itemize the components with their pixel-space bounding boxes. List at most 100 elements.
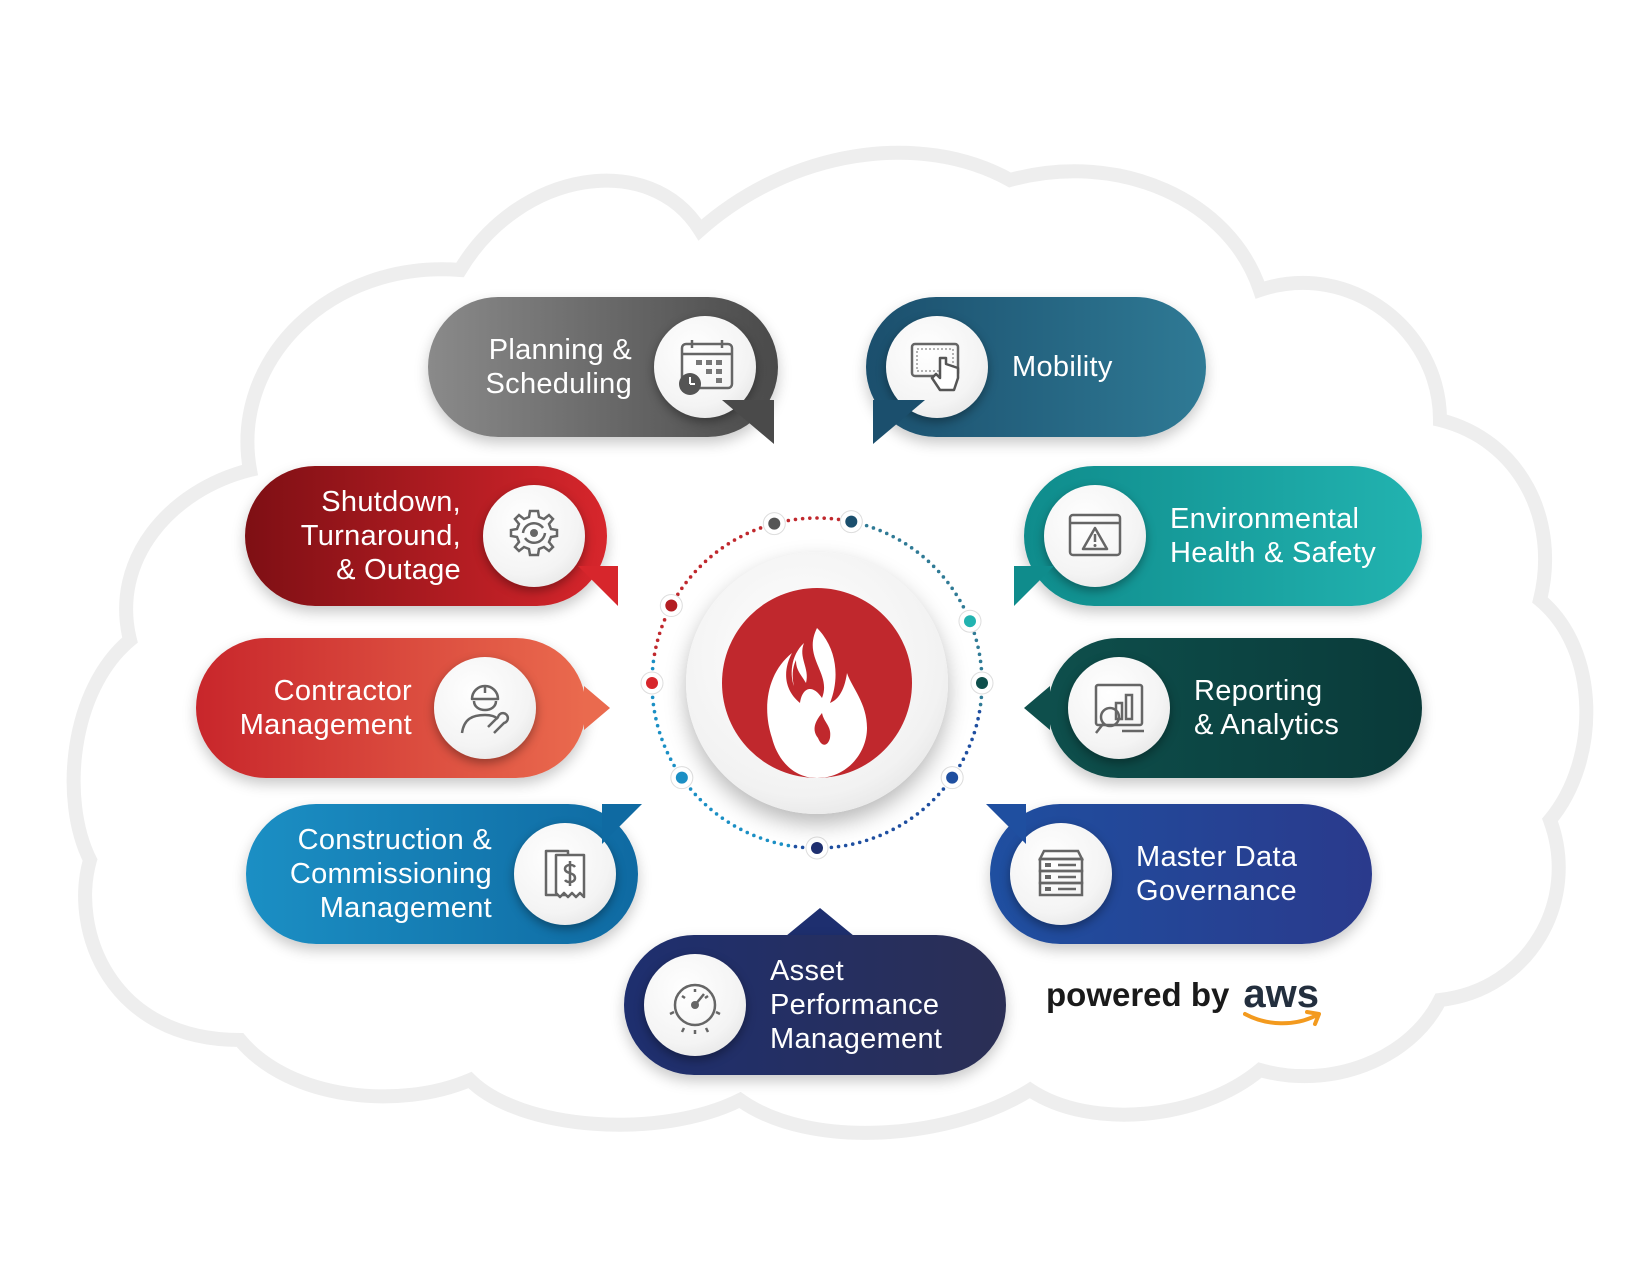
ring-dot	[693, 792, 698, 797]
module-label: Planning & Scheduling	[432, 297, 632, 437]
ring-node	[665, 599, 678, 612]
ring-dot	[662, 618, 667, 622]
ring-dot	[779, 842, 784, 846]
ring-dot	[843, 843, 848, 848]
ring-node	[976, 677, 988, 689]
ring-dot	[836, 844, 841, 849]
ring-dot	[726, 542, 731, 546]
module-label: Master Data Governance	[1136, 804, 1346, 944]
pill-tail	[602, 804, 642, 844]
ring-dot	[878, 528, 882, 533]
label-line: & Outage	[336, 554, 461, 586]
ring-dot	[758, 836, 763, 840]
module-label: Reporting & Analytics	[1194, 638, 1404, 778]
module-construction-commissioning-management[interactable]: Construction & Commissioning Management	[246, 804, 638, 944]
ring-node	[963, 615, 976, 628]
ring-dot	[688, 787, 693, 791]
label-line: Planning &	[488, 334, 632, 366]
ring-dot	[921, 807, 925, 812]
module-contractor-management[interactable]: Contractor Management	[196, 638, 586, 778]
module-reporting-analytics[interactable]: Reporting & Analytics	[1048, 638, 1422, 778]
ring-dot	[961, 605, 966, 609]
ring-dot	[829, 516, 834, 521]
module-master-data-governance[interactable]: Master Data Governance	[990, 804, 1372, 944]
ring-dot	[936, 792, 941, 797]
flame-disc	[722, 588, 912, 778]
ring-dot	[732, 824, 737, 828]
ring-dot	[739, 827, 743, 832]
label-line: Performance	[770, 989, 940, 1021]
module-shutdown-turnaround-outage[interactable]: Shutdown, Turnaround, & Outage	[245, 466, 607, 606]
ring-dot	[688, 575, 693, 579]
ring-dot	[739, 534, 743, 539]
ring-dot	[650, 666, 655, 671]
ring-dot	[871, 836, 876, 840]
powered-by-text: powered by	[1046, 975, 1230, 1013]
ring-dot	[891, 827, 895, 832]
module-planning-scheduling[interactable]: Planning & Scheduling	[428, 297, 778, 437]
ring-dot	[979, 695, 984, 700]
ring-dot	[684, 580, 688, 585]
gear-cycle-icon	[483, 485, 585, 587]
module-label: Environmental Health & Safety	[1170, 466, 1410, 606]
pill-tail	[873, 400, 925, 444]
ring-dot	[903, 542, 908, 546]
ring-dot	[745, 531, 750, 536]
pill-tail	[786, 908, 854, 936]
module-label: Construction & Commissioning Management	[232, 804, 492, 944]
ring-dot	[864, 523, 869, 528]
ring-dot	[941, 575, 946, 579]
module-label: Mobility	[1012, 297, 1192, 437]
label-line: Asset	[770, 955, 845, 987]
label-line: Management	[770, 1023, 943, 1055]
label-line: Management	[319, 892, 492, 924]
ring-node	[811, 842, 823, 854]
ring-dot	[931, 797, 936, 802]
ring-dot	[714, 812, 719, 816]
ring-dot	[891, 534, 895, 539]
ring-dot	[772, 840, 777, 845]
ring-dot	[977, 709, 982, 714]
ring-dot	[946, 580, 950, 585]
label-line: Shutdown,	[321, 486, 461, 518]
ring-dot	[793, 517, 798, 522]
ring-dot	[897, 538, 902, 542]
ring-dot	[915, 550, 920, 554]
ring-dot	[936, 569, 941, 574]
ring-dot	[651, 702, 656, 707]
ring-dot	[650, 695, 655, 700]
ring-dot	[829, 845, 834, 850]
ring-dot	[654, 645, 658, 650]
pill-tail	[578, 566, 618, 606]
ring-dot	[758, 526, 763, 530]
ring-dot	[662, 744, 667, 748]
ring-dot	[978, 659, 983, 664]
module-environmental-health-safety[interactable]: Environmental Health & Safety	[1024, 466, 1422, 606]
ring-dot	[974, 638, 979, 643]
ring-dot	[822, 516, 826, 520]
ring-dot	[857, 840, 862, 845]
ring-dot	[884, 531, 889, 536]
ring-dot	[680, 586, 684, 591]
aws-smile-icon	[1243, 1010, 1322, 1026]
module-label: Contractor Management	[192, 638, 412, 778]
ring-dot	[698, 564, 703, 569]
ring-dot	[977, 652, 982, 657]
module-asset-performance-management[interactable]: Asset Performance Management	[624, 935, 1006, 1075]
ring-dot	[976, 645, 980, 650]
ring-dot	[709, 554, 713, 559]
ring-dot	[974, 723, 979, 728]
ring-dot	[786, 518, 791, 523]
ring-node	[646, 677, 658, 689]
warning-window-icon	[1044, 485, 1146, 587]
ring-dot	[793, 844, 798, 849]
ring-dot	[655, 723, 660, 728]
ring-dot	[693, 569, 698, 574]
ring-dot	[978, 702, 983, 707]
ring-dot	[703, 559, 708, 564]
ring-node	[845, 515, 858, 528]
label-line: Turnaround,	[300, 520, 461, 552]
ring-dot	[961, 757, 966, 761]
module-label: Asset Performance Management	[770, 935, 990, 1075]
ring-dot	[897, 824, 902, 828]
